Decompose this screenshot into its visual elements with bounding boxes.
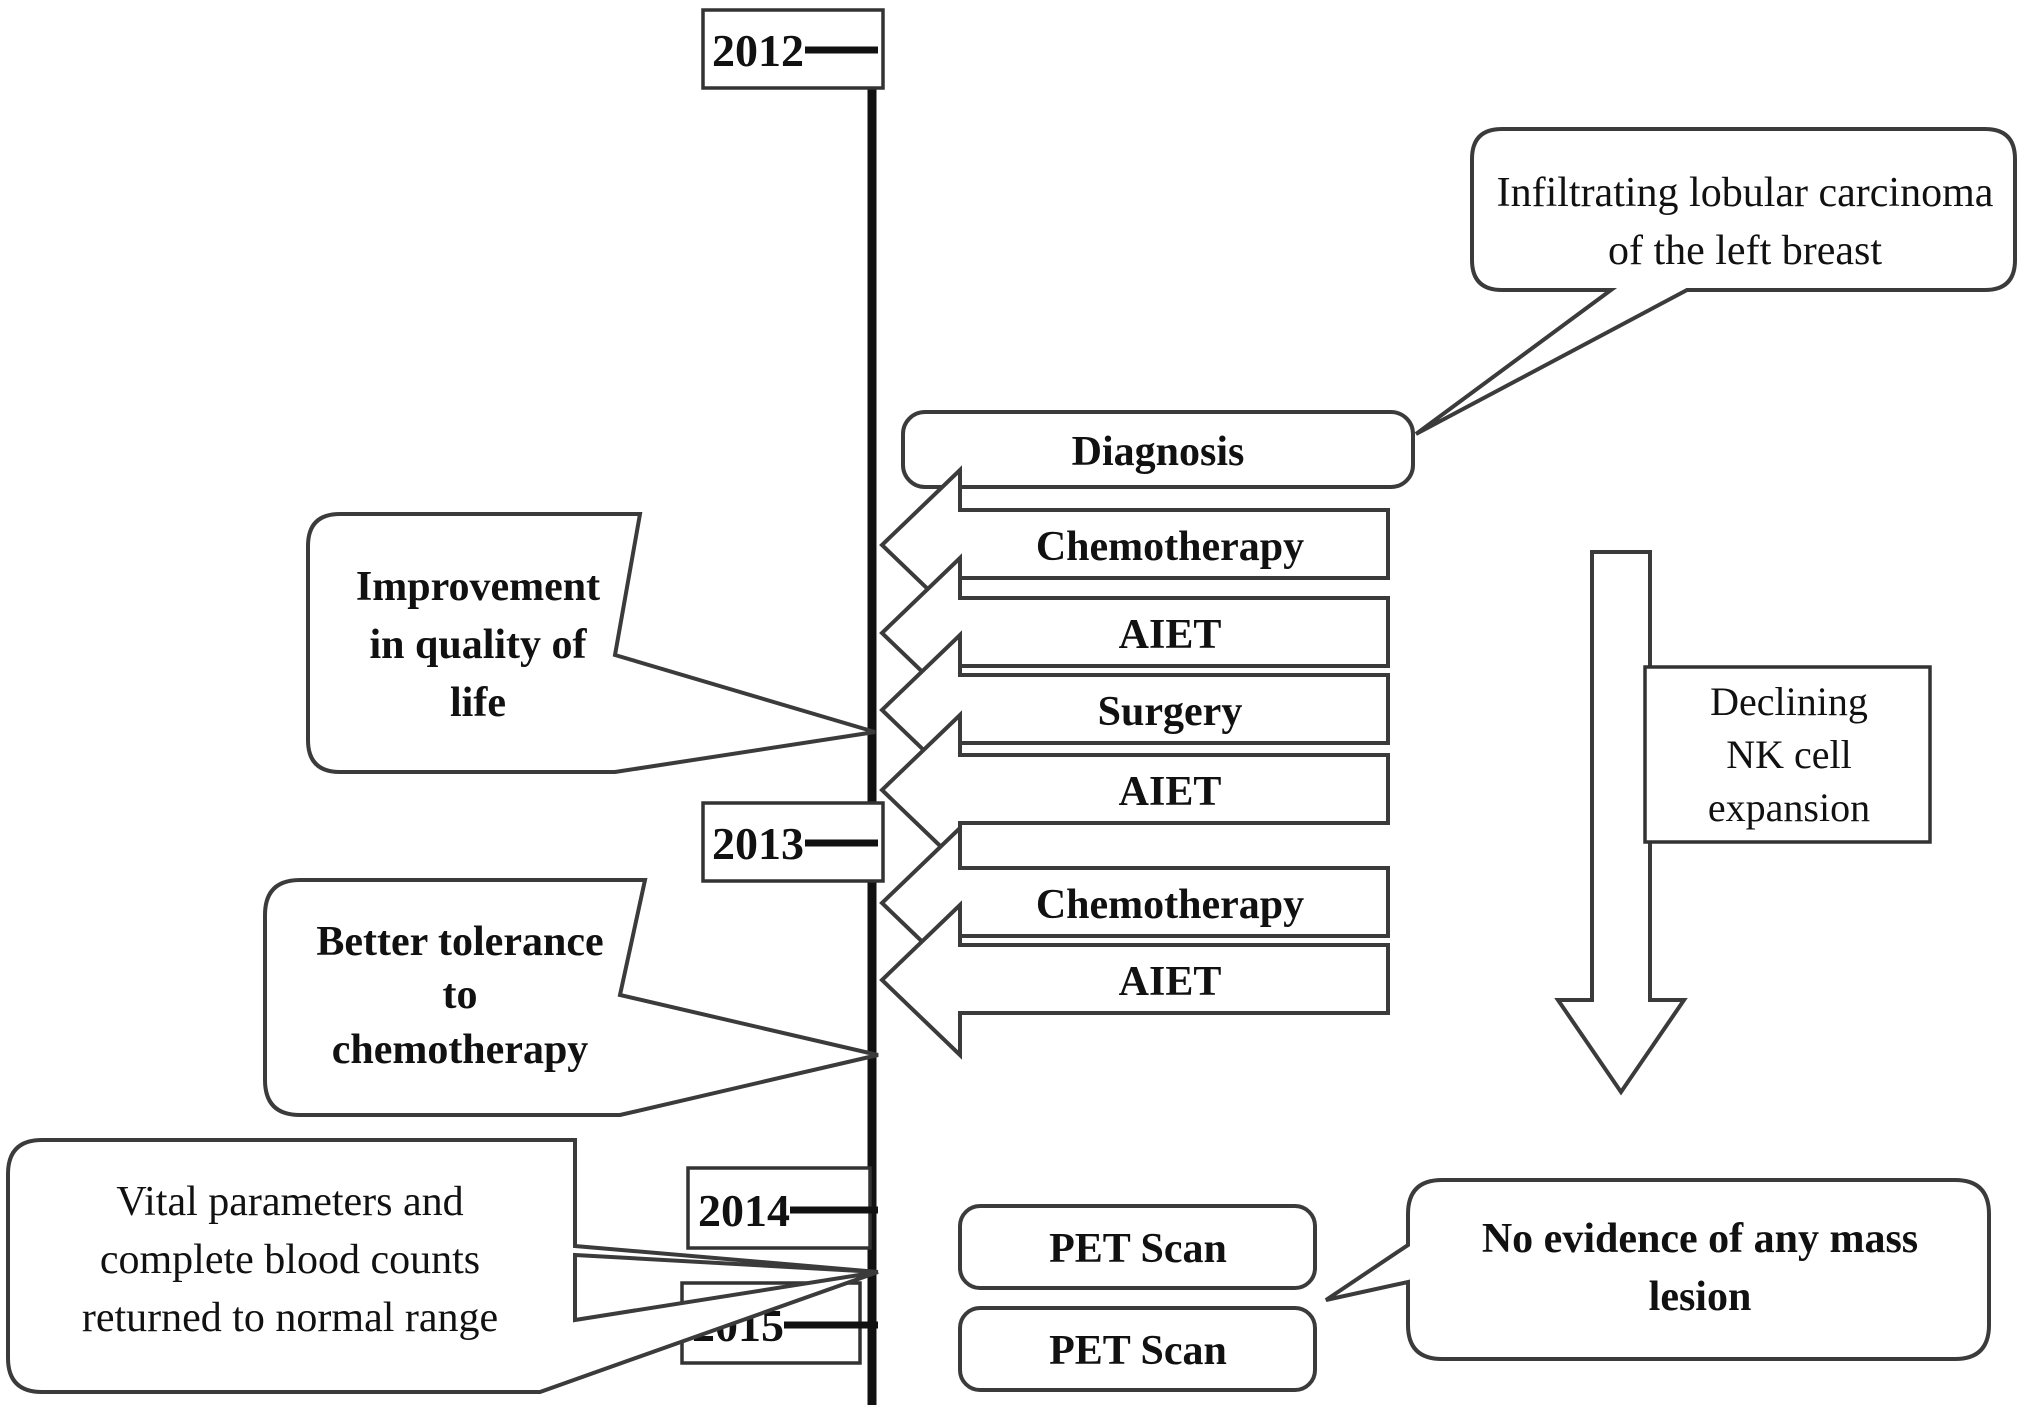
event-label-aiet-2: AIET <box>1119 769 1222 815</box>
callout-tolerance-line-1: Better tolerance <box>316 919 603 965</box>
year-label-2013: 2013 <box>712 818 804 869</box>
event-arrow-chemotherapy-1[interactable] <box>879 465 1390 625</box>
event-label-aiet-3: AIET <box>1119 959 1222 1005</box>
event-box-diagnosis[interactable] <box>901 410 1415 489</box>
event-label-pet-scan-1: PET Scan <box>1049 1226 1227 1272</box>
side-note-line-2: NK cell <box>1726 732 1852 777</box>
event-label-diagnosis: Diagnosis <box>1072 429 1245 475</box>
callout-pet-result-line-1: No evidence of any mass <box>1482 1216 1918 1262</box>
callout-tolerance-line-2: to <box>443 972 478 1018</box>
event-box-pet-scan-2[interactable] <box>958 1306 1317 1392</box>
event-label-pet-scan-2: PET Scan <box>1049 1328 1227 1374</box>
callout-tolerance-bubble <box>263 878 879 1117</box>
year-label-2014: 2014 <box>698 1185 790 1236</box>
callout-tolerance-line-3: chemotherapy <box>332 1027 589 1073</box>
callout-vitals-line-3: returned to normal range <box>82 1295 498 1341</box>
callout-quality-of-life-line-1: Improvement <box>356 564 600 610</box>
callout-diagnosis-detail-line-2: of the left breast <box>1608 228 1882 274</box>
event-label-chemotherapy-2: Chemotherapy <box>1036 882 1304 928</box>
event-arrow-aiet-3[interactable] <box>879 900 1390 1060</box>
callout-quality-of-life-line-2: in quality of <box>369 622 587 668</box>
callout-diagnosis-detail-line-1: Infiltrating lobular carcinoma <box>1497 170 1994 216</box>
side-note-line-3: expansion <box>1708 785 1870 830</box>
event-arrow-surgery[interactable] <box>879 630 1390 790</box>
event-label-chemotherapy-1: Chemotherapy <box>1036 524 1304 570</box>
callout-diagnosis-detail-bubble <box>1414 127 2017 436</box>
callout-quality-of-life-bubble <box>306 512 876 774</box>
event-arrow-aiet-2[interactable] <box>879 710 1390 870</box>
event-box-pet-scan-1[interactable] <box>958 1204 1317 1290</box>
callout-vitals-line-2: complete blood counts <box>100 1237 480 1283</box>
callout-vitals-bubble <box>6 1138 879 1394</box>
side-note-box-declining-nk <box>1643 665 1932 844</box>
event-label-aiet-1: AIET <box>1119 612 1222 658</box>
callout-vitals-line-1: Vital parameters and <box>116 1179 463 1225</box>
callout-quality-of-life-line-3: life <box>450 680 506 726</box>
callout-pet-result-line-2: lesion <box>1649 1274 1752 1320</box>
side-note-line-1: Declining <box>1710 679 1868 724</box>
year-label-2012: 2012 <box>712 25 804 76</box>
callout-pet-result-bubble <box>1324 1178 1991 1361</box>
declining-nk-down-arrow-icon <box>1554 550 1688 1096</box>
event-label-surgery: Surgery <box>1098 689 1243 735</box>
